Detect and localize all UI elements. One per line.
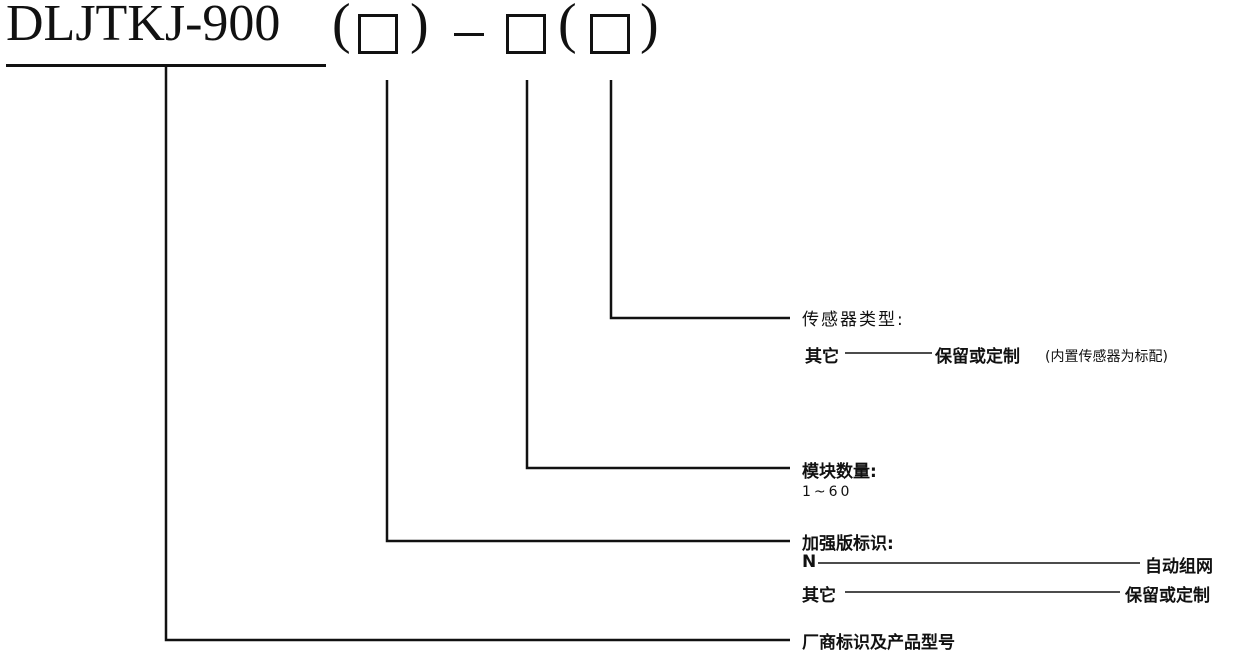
model-prefix: DLJTKJ-900 [6, 0, 281, 52]
enhanced-title: 加强版标识: [802, 534, 894, 554]
sensor-option-note: (内置传感器为标配) [1045, 349, 1168, 365]
paren-close-1: ) [410, 0, 429, 55]
module-connector [525, 80, 790, 470]
enhanced-connector [385, 80, 790, 543]
enhanced-row-other-value: 保留或定制 [1125, 586, 1210, 606]
vendor-title: 厂商标识及产品型号 [802, 633, 955, 653]
sensor-option-key: 其它 [805, 347, 839, 367]
module-count-title: 模块数量: [802, 462, 877, 482]
enhanced-row-n-key: N [802, 552, 817, 572]
module-count-range: 1~60 [802, 484, 853, 500]
paren-open-2: ( [558, 0, 577, 55]
vendor-connector [164, 67, 790, 642]
placeholder-box-3 [590, 14, 630, 54]
sensor-type-title: 传感器类型: [802, 310, 905, 330]
sensor-connector [609, 80, 790, 320]
placeholder-box-1 [358, 14, 398, 54]
enhanced-row-other-key: 其它 [802, 586, 836, 606]
sensor-option-value: 保留或定制 [935, 347, 1020, 367]
paren-close-2: ) [640, 0, 659, 55]
model-prefix-underline [6, 64, 326, 67]
paren-open-1: ( [332, 0, 351, 55]
model-dash [454, 33, 484, 36]
placeholder-box-2 [506, 14, 546, 54]
enhanced-row-n-value: 自动组网 [1145, 557, 1213, 577]
